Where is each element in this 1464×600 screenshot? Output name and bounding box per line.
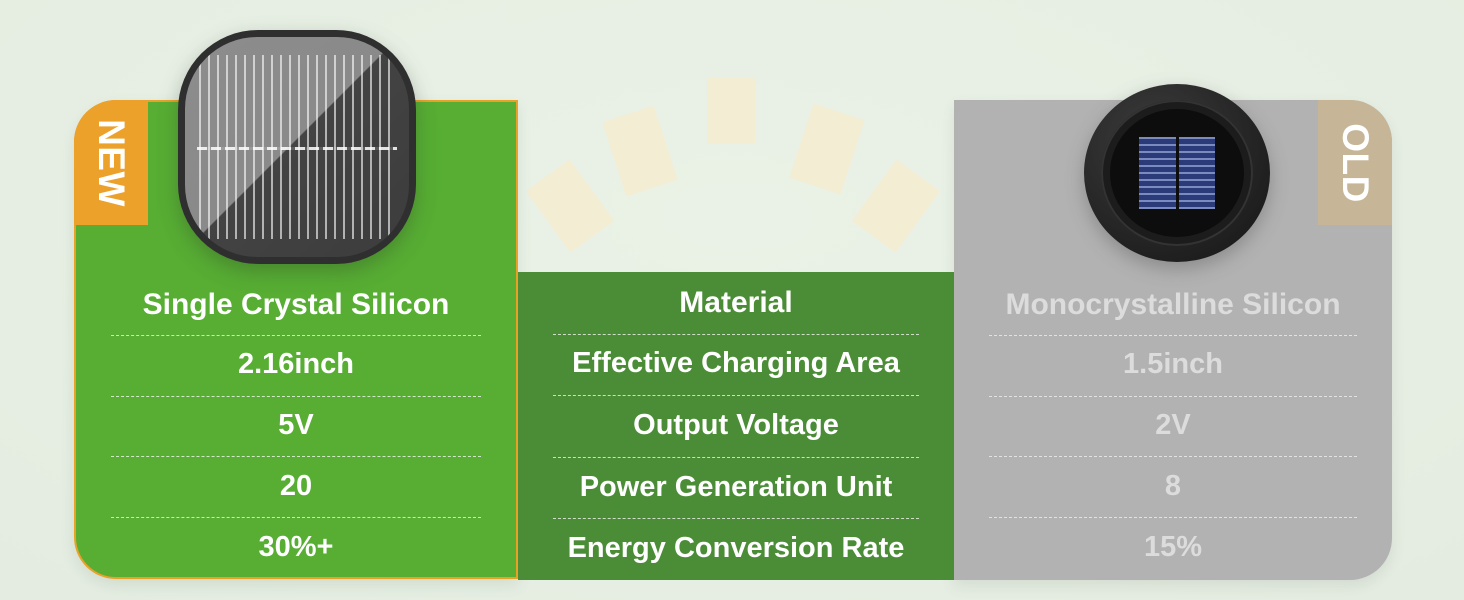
table-row: 5V bbox=[76, 395, 516, 457]
old-value-output-voltage: 2V bbox=[1155, 409, 1191, 442]
table-row: Power Generation Unit bbox=[518, 456, 954, 519]
sun-ray-4 bbox=[789, 103, 865, 195]
new-value-conversion-rate: 30%+ bbox=[258, 530, 334, 563]
table-row: Output Voltage bbox=[518, 395, 954, 457]
sun-ray-2 bbox=[602, 105, 678, 197]
old-value-power-unit: 8 bbox=[1164, 469, 1182, 502]
table-row: 2V bbox=[954, 395, 1392, 457]
cell-half-left bbox=[1139, 137, 1176, 209]
old-value-charging-area: 1.5inch bbox=[1123, 348, 1223, 381]
table-row: 2.16inch bbox=[76, 334, 516, 396]
new-badge-label: NEW bbox=[91, 118, 132, 207]
label-conversion-rate: Energy Conversion Rate bbox=[567, 532, 905, 565]
cell-half-right bbox=[1175, 137, 1215, 209]
table-row: Monocrystalline Silicon bbox=[954, 274, 1392, 335]
table-row: Single Crystal Silicon bbox=[76, 274, 516, 335]
new-value-material: Single Crystal Silicon bbox=[142, 287, 450, 321]
old-value-conversion-rate: 15% bbox=[1143, 530, 1203, 563]
sun-ray-3 bbox=[707, 78, 755, 144]
panel-face bbox=[185, 37, 409, 257]
label-charging-area: Effective Charging Area bbox=[572, 347, 900, 380]
sun-ray-1 bbox=[525, 159, 615, 253]
table-row: 15% bbox=[954, 517, 1392, 578]
new-badge: NEW bbox=[74, 100, 148, 225]
label-power-unit: Power Generation Unit bbox=[579, 470, 893, 503]
old-spec-values: Monocrystalline Silicon 1.5inch 2V 8 15% bbox=[954, 274, 1392, 580]
spec-label-column bbox=[518, 272, 954, 580]
round-solar-panel-icon bbox=[1084, 84, 1270, 262]
new-value-power-unit: 20 bbox=[279, 469, 313, 502]
table-row: Effective Charging Area bbox=[518, 333, 954, 396]
table-row: 30%+ bbox=[76, 517, 516, 578]
new-value-charging-area: 2.16inch bbox=[237, 348, 355, 381]
new-spec-values: Single Crystal Silicon 2.16inch 5V 20 30… bbox=[76, 274, 516, 578]
label-output-voltage: Output Voltage bbox=[633, 409, 839, 442]
square-solar-panel-icon bbox=[178, 30, 416, 264]
panel-housing bbox=[178, 30, 416, 264]
old-badge-label: OLD bbox=[1335, 122, 1376, 203]
old-badge: OLD bbox=[1318, 100, 1392, 225]
spec-label-list: Material Effective Charging Area Output … bbox=[518, 272, 954, 580]
new-value-output-voltage: 5V bbox=[278, 409, 314, 442]
table-row: Energy Conversion Rate bbox=[518, 518, 954, 580]
old-value-material: Monocrystalline Silicon bbox=[1005, 287, 1341, 321]
table-row: 8 bbox=[954, 456, 1392, 517]
label-material: Material bbox=[679, 286, 793, 320]
table-row: Material bbox=[518, 272, 954, 334]
panel-solar-cell bbox=[1139, 137, 1215, 209]
panel-busbar bbox=[197, 147, 397, 150]
table-row: 20 bbox=[76, 456, 516, 517]
table-row: 1.5inch bbox=[954, 334, 1392, 396]
sun-ray-5 bbox=[851, 159, 941, 253]
